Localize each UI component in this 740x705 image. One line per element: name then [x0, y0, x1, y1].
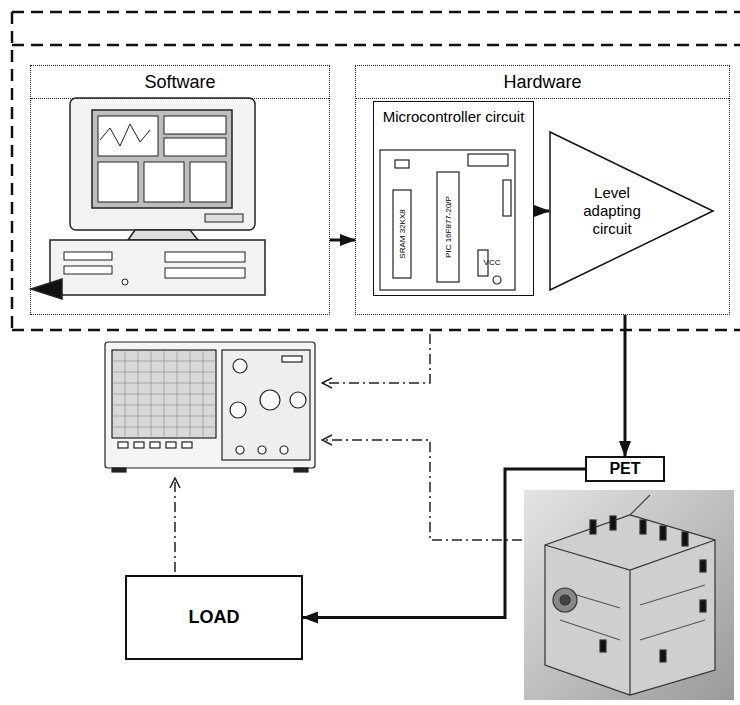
pet-photo-part — [700, 600, 706, 612]
microcontroller-board — [380, 150, 515, 290]
pet-photo-part — [700, 560, 706, 572]
dashed-frame-part — [12, 44, 740, 47]
pet-photo-part — [630, 495, 650, 515]
measurement-line-part — [322, 440, 522, 540]
flow-arrow — [303, 469, 585, 618]
pin-name: VCC — [484, 258, 501, 267]
pet-photo-part — [682, 532, 688, 546]
oscilloscope-illustration-part — [134, 442, 144, 448]
measurement-line — [175, 334, 522, 572]
computer-illustration-part — [31, 279, 62, 299]
dashed-frame-part — [12, 11, 740, 14]
oscilloscope-illustration-part — [233, 359, 247, 373]
dashed-frame-part — [12, 329, 740, 332]
microcontroller-board-part — [395, 160, 409, 168]
oscilloscope-illustration-part — [282, 356, 302, 362]
chip-marking: SRAM 32KX8 — [398, 209, 407, 258]
oscilloscope-illustration — [105, 342, 315, 472]
measurement-line-part — [174, 478, 176, 572]
oscilloscope-illustration-part — [112, 350, 216, 438]
microcontroller-board-part — [380, 150, 515, 290]
oscilloscope-illustration-part — [290, 392, 306, 408]
oscilloscope-illustration-part — [166, 442, 176, 448]
oscilloscope-illustration-part — [294, 468, 308, 472]
pet-photo — [524, 490, 734, 700]
dashed-frame-part — [11, 12, 14, 330]
oscilloscope-illustration-part — [230, 402, 246, 418]
load-box: LOAD — [125, 575, 303, 660]
pet-photo-part — [660, 650, 666, 662]
amplifier-triangle: Level adapting circuit — [549, 131, 714, 291]
computer-illustration-part — [190, 162, 226, 202]
node-label: Microcontroller circuit — [374, 102, 533, 126]
microcontroller-board-part — [393, 190, 411, 278]
node-label: LOAD — [181, 607, 248, 628]
pet-photo-part — [640, 520, 646, 534]
computer-illustration-part — [70, 98, 255, 230]
computer-illustration-part — [165, 252, 245, 262]
computer-illustration-part — [164, 138, 226, 156]
pet-photo-part — [545, 515, 715, 695]
oscilloscope-illustration-part — [236, 446, 244, 454]
computer-illustration — [31, 98, 265, 299]
hardware-box: HardwareMicrocontroller circuitLevel ada… — [355, 65, 730, 315]
oscilloscope-illustration-part — [222, 350, 310, 460]
oscilloscope-illustration-part — [118, 442, 128, 448]
software-box: Software — [30, 65, 330, 315]
pet-photo-part — [660, 526, 666, 540]
pet-photo-part — [524, 490, 734, 700]
device-box: PET — [585, 456, 665, 482]
flow-arrow — [534, 210, 549, 213]
dashed-frame — [12, 12, 740, 330]
pet-photo-part — [545, 540, 715, 695]
node-label: Level adapting circuit — [567, 184, 657, 238]
oscilloscope-illustration-part — [112, 468, 126, 472]
oscilloscope-illustration-part — [150, 442, 160, 448]
computer-illustration-part — [64, 266, 112, 274]
oscilloscope-illustration-part — [112, 350, 216, 438]
oscilloscope-illustration-part — [260, 390, 280, 410]
node-label: PET — [601, 460, 648, 478]
pet-photo-part — [560, 585, 705, 640]
oscilloscope-illustration-part — [258, 446, 266, 454]
chip-marking: PIC 16F877-20/P — [444, 196, 453, 258]
computer-illustration-part — [92, 110, 232, 208]
pet-photo-part — [610, 516, 616, 530]
node-label: Software — [31, 66, 329, 99]
triangle-shape — [550, 132, 713, 290]
oscilloscope-illustration-part — [105, 342, 315, 468]
computer-illustration-part — [165, 268, 245, 278]
computer-illustration-part — [122, 279, 128, 285]
circuit-box: Microcontroller circuit — [373, 101, 534, 296]
pet-photo-part — [560, 595, 570, 605]
oscilloscope-illustration-part — [280, 446, 288, 454]
microcontroller-board-part — [468, 154, 508, 166]
computer-illustration-part — [128, 230, 198, 240]
flow-arrow — [624, 315, 627, 456]
computer-illustration-part — [64, 252, 112, 260]
node-label: Hardware — [356, 66, 729, 99]
microcontroller-board-part — [503, 180, 511, 216]
pet-photo-part — [600, 640, 606, 652]
microcontroller-board-part — [493, 276, 501, 284]
computer-illustration-part — [164, 116, 226, 134]
pet-photo-part — [553, 588, 577, 612]
oscilloscope-illustration-part — [182, 442, 192, 448]
computer-illustration-part — [50, 240, 265, 295]
pet-photo-part — [590, 520, 596, 534]
computer-illustration-part — [205, 214, 243, 222]
measurement-line-part — [322, 334, 430, 383]
computer-illustration-part — [98, 116, 158, 156]
computer-illustration-part — [144, 162, 184, 202]
computer-illustration-part — [100, 124, 150, 146]
flow-arrow — [330, 239, 355, 242]
computer-illustration-part — [98, 162, 138, 202]
microcontroller-board-part — [437, 172, 459, 282]
